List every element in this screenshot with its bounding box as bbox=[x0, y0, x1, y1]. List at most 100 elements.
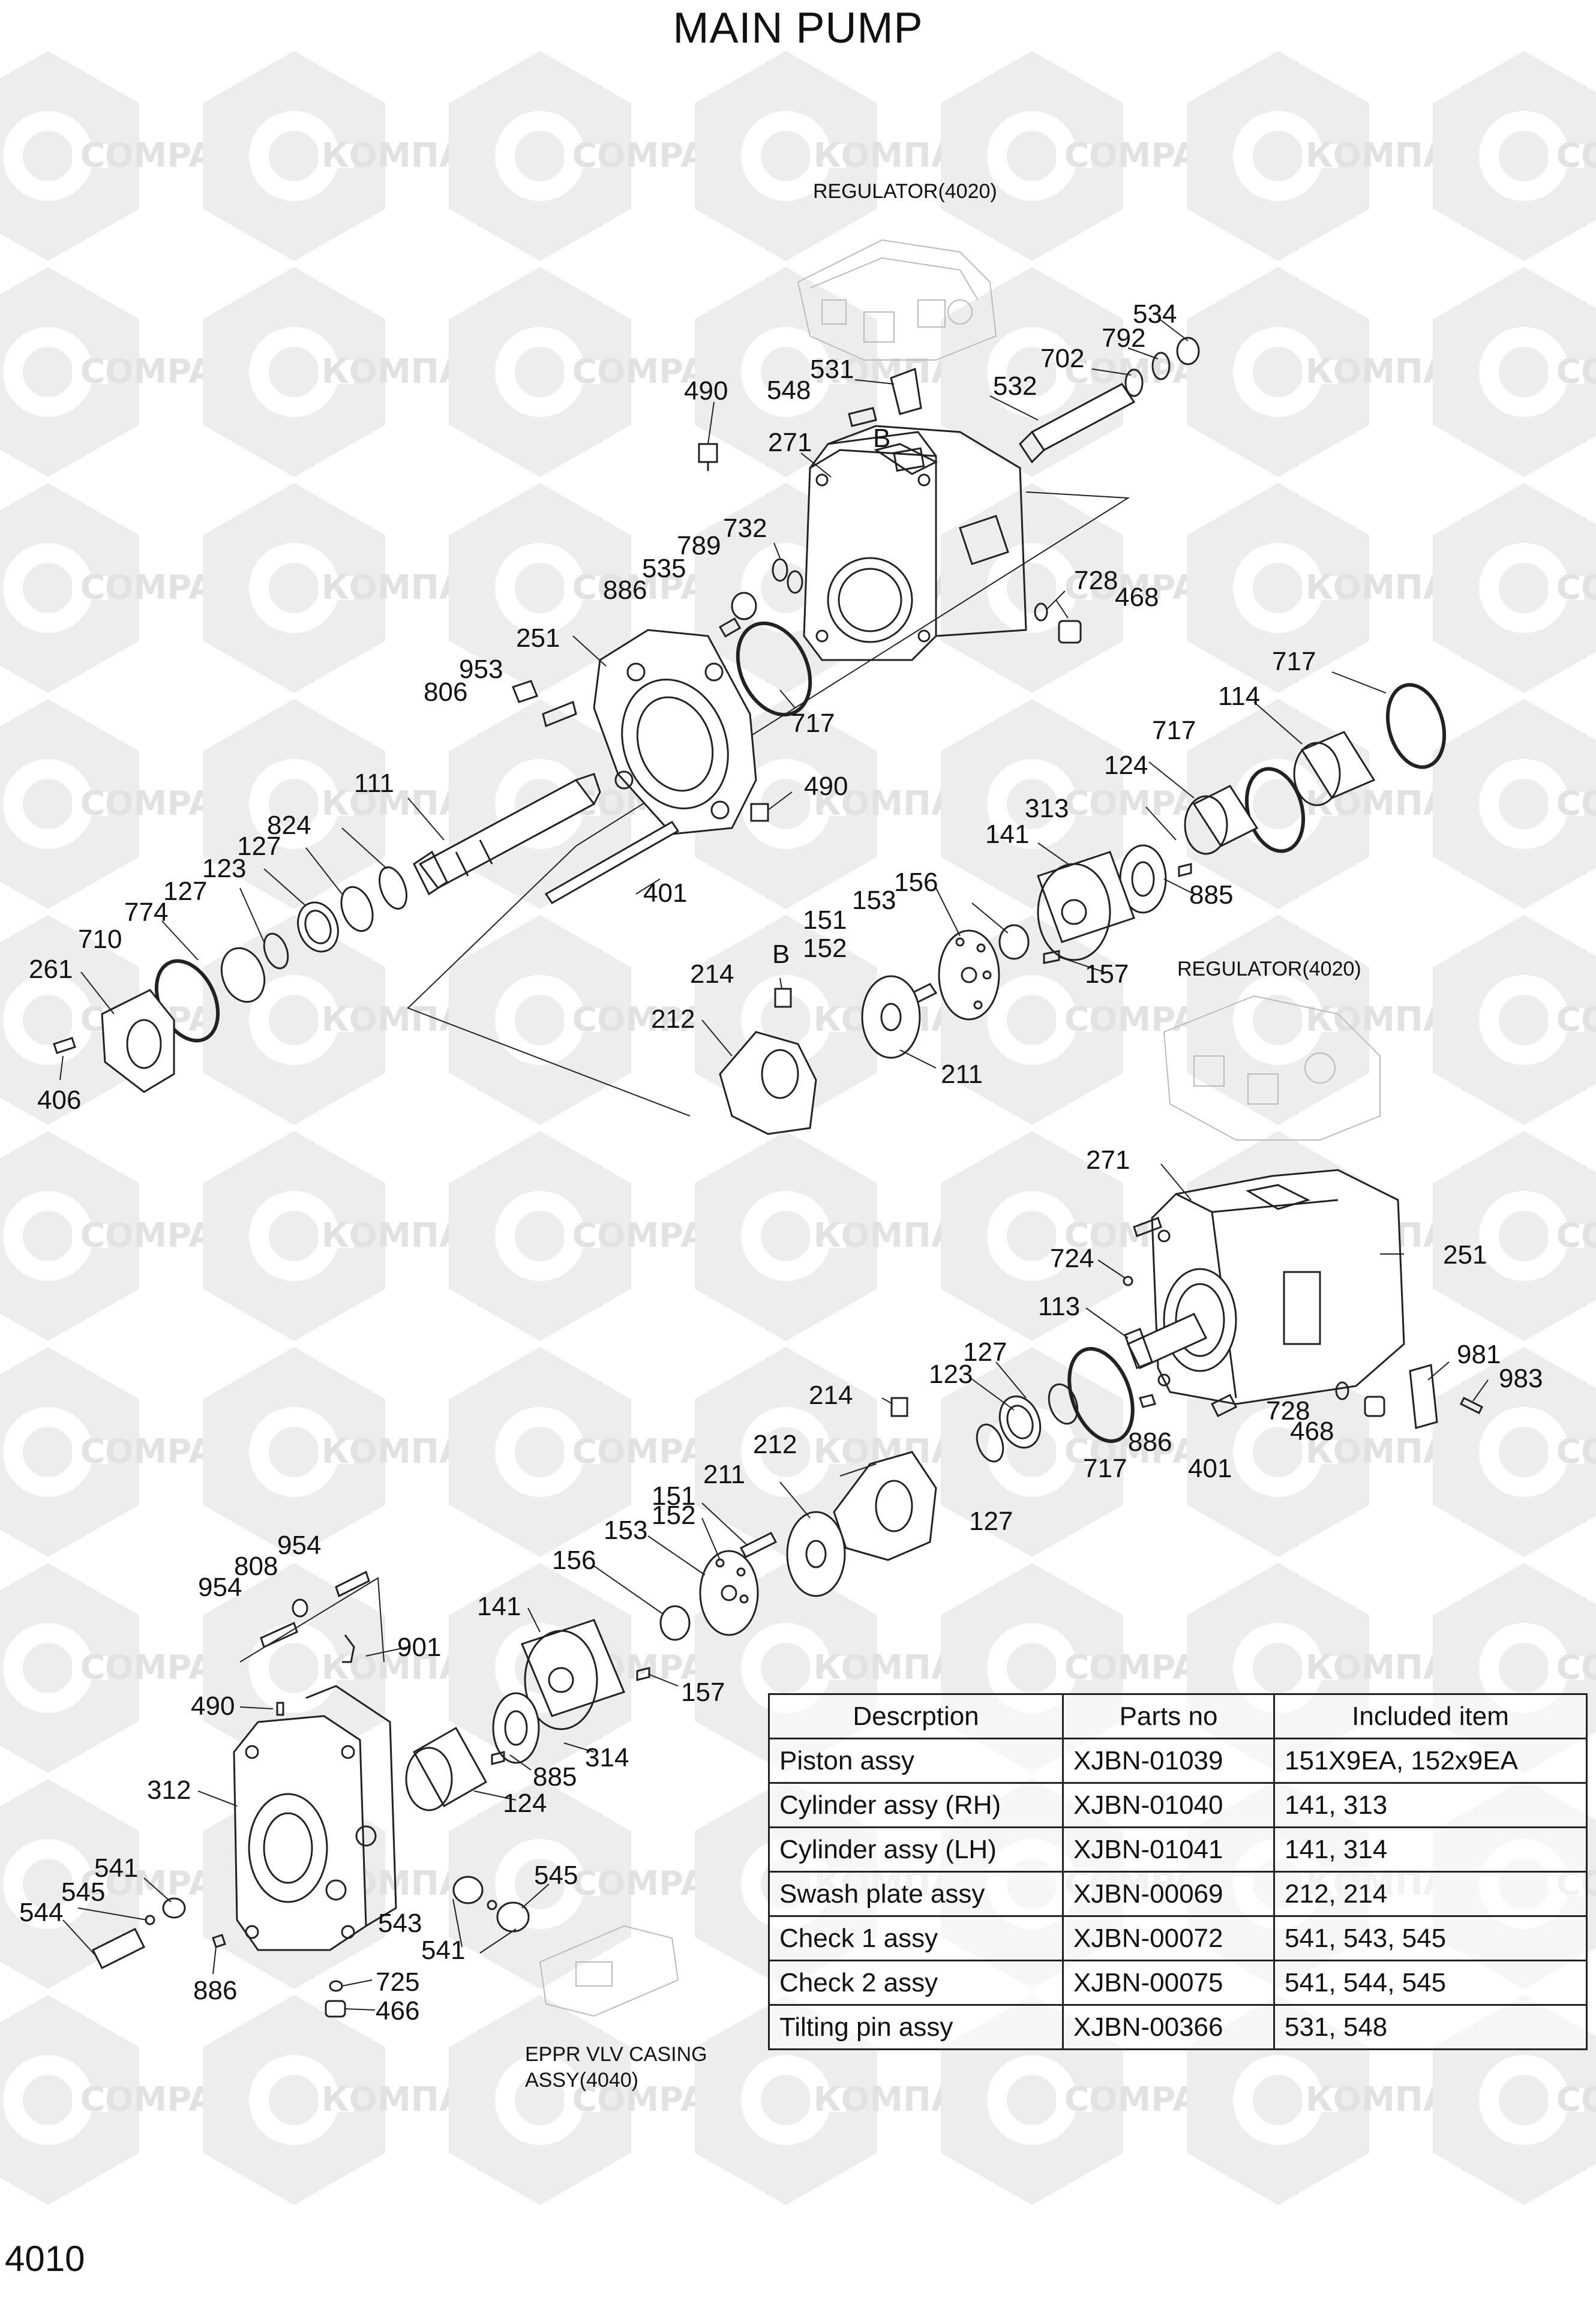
plate-981 bbox=[1409, 1364, 1438, 1429]
part-label: 151 bbox=[803, 905, 847, 935]
part-label: 981 bbox=[1457, 1340, 1501, 1369]
eppr-casing-ghost bbox=[539, 1925, 679, 2017]
part-label: 151 bbox=[652, 1481, 695, 1511]
marker-b-top: B bbox=[873, 424, 890, 453]
cylinder-141-upper bbox=[1037, 851, 1135, 961]
ring-728 bbox=[1034, 602, 1048, 622]
cell-included: 212, 214 bbox=[1273, 1871, 1588, 1917]
part-label: 251 bbox=[516, 623, 560, 653]
cell-description: Piston assy bbox=[768, 1738, 1064, 1784]
pin-886-lower bbox=[1139, 1394, 1156, 1408]
pin-886-block bbox=[212, 1934, 226, 1948]
part-label: 141 bbox=[477, 1592, 521, 1621]
part-label: 724 bbox=[1050, 1244, 1094, 1273]
page-title: MAIN PUMP bbox=[673, 4, 923, 52]
pin-885-upper bbox=[1178, 863, 1192, 877]
spline-coupling-124-lower bbox=[405, 1726, 488, 1811]
cell-parts-no: XJBN-00069 bbox=[1062, 1871, 1275, 1917]
watermark-text: COMPART bbox=[1556, 1216, 1596, 1255]
bush-214-lower bbox=[890, 1397, 908, 1417]
seal-774 bbox=[220, 947, 266, 1003]
part-label: 312 bbox=[147, 1775, 191, 1805]
check-543 bbox=[452, 1876, 484, 1904]
pin-157-lower bbox=[636, 1667, 650, 1681]
part-label: 548 bbox=[767, 376, 811, 405]
pin-490-lower bbox=[276, 1702, 284, 1716]
o-ring-717-a bbox=[736, 621, 812, 717]
pin-885-lower bbox=[491, 1751, 505, 1765]
cell-description: Swash plate assy bbox=[768, 1871, 1064, 1917]
part-label: 885 bbox=[533, 1762, 577, 1792]
bolt-490-top bbox=[698, 443, 718, 471]
pump-casing-lower bbox=[1151, 1169, 1405, 1405]
ring-702 bbox=[1124, 368, 1144, 397]
cell-parts-no: XJBN-01040 bbox=[1062, 1782, 1275, 1828]
cell-parts-no: XJBN-01039 bbox=[1062, 1738, 1275, 1784]
bearing-123 bbox=[297, 901, 339, 953]
cell-parts-no: XJBN-00366 bbox=[1062, 2004, 1275, 2050]
plug-535 bbox=[731, 592, 757, 620]
part-label: 774 bbox=[124, 898, 168, 927]
ring-789 bbox=[787, 570, 803, 594]
part-label: 261 bbox=[29, 955, 73, 984]
ring-127-b bbox=[263, 932, 289, 970]
plug-466 bbox=[325, 2000, 346, 2018]
part-label: 543 bbox=[378, 1909, 422, 1938]
part-label: 531 bbox=[810, 355, 854, 384]
part-label: 157 bbox=[1085, 959, 1129, 989]
part-label: 490 bbox=[684, 376, 728, 406]
part-label: 792 bbox=[1102, 323, 1145, 353]
ring-127-c bbox=[1048, 1383, 1079, 1425]
part-label: 885 bbox=[1189, 880, 1233, 910]
cell-included: 141, 314 bbox=[1273, 1826, 1588, 1873]
part-label: 732 bbox=[723, 514, 767, 543]
part-label: 535 bbox=[642, 554, 686, 583]
cell-included: 541, 543, 545 bbox=[1273, 1915, 1588, 1961]
drive-shaft-113 bbox=[1124, 1313, 1208, 1369]
pin-886-top bbox=[718, 617, 742, 638]
eye-bolt-901 bbox=[342, 1634, 355, 1663]
ring-127-a bbox=[340, 886, 374, 932]
swash-plate-212-lower bbox=[833, 1451, 937, 1561]
part-label: 954 bbox=[198, 1573, 242, 1602]
part-label: 490 bbox=[191, 1691, 235, 1721]
part-label: 545 bbox=[61, 1877, 105, 1907]
part-label: 544 bbox=[19, 1898, 63, 1927]
part-label: 211 bbox=[703, 1460, 745, 1489]
pin-left-lower bbox=[1133, 1217, 1162, 1237]
ring-728-lower bbox=[1335, 1381, 1349, 1400]
part-label: 725 bbox=[376, 1967, 419, 1997]
shoe-plate-211 bbox=[861, 975, 921, 1059]
part-label: 113 bbox=[1038, 1292, 1080, 1321]
part-label: 710 bbox=[78, 925, 122, 954]
part-label: 153 bbox=[852, 886, 896, 915]
part-label: 954 bbox=[277, 1531, 321, 1560]
part-label: 953 bbox=[459, 655, 503, 684]
plug-544 bbox=[91, 1927, 146, 1970]
part-label: 401 bbox=[643, 878, 687, 908]
table-header-row: Descrption Parts no Included item bbox=[768, 1693, 1588, 1739]
nut-808 bbox=[292, 1598, 308, 1618]
column-header: Descrption bbox=[768, 1693, 1064, 1739]
cell-description: Check 2 assy bbox=[768, 1960, 1064, 2006]
page-number: 4010 bbox=[5, 2239, 85, 2279]
seal-cover-261 bbox=[101, 989, 175, 1093]
part-label: 123 bbox=[929, 1360, 973, 1389]
cell-description: Cylinder assy (RH) bbox=[768, 1782, 1064, 1828]
part-label: 156 bbox=[552, 1546, 596, 1575]
watermark-text: COMPART bbox=[1556, 352, 1596, 391]
cell-included: 151X9EA, 152x9EA bbox=[1273, 1738, 1588, 1784]
part-label: 152 bbox=[803, 934, 847, 963]
part-label: 156 bbox=[894, 868, 938, 897]
ball-545-left bbox=[145, 1915, 155, 1925]
part-label: 214 bbox=[690, 959, 734, 989]
cell-description: Cylinder assy (LH) bbox=[768, 1826, 1064, 1873]
pin-157-upper bbox=[1043, 950, 1060, 964]
rod-401-lower bbox=[1210, 1393, 1238, 1418]
leader-lines-lower bbox=[62, 1163, 1489, 2011]
marker-b-mid: B bbox=[772, 940, 790, 969]
watermark-text: COMPART bbox=[1556, 784, 1596, 823]
